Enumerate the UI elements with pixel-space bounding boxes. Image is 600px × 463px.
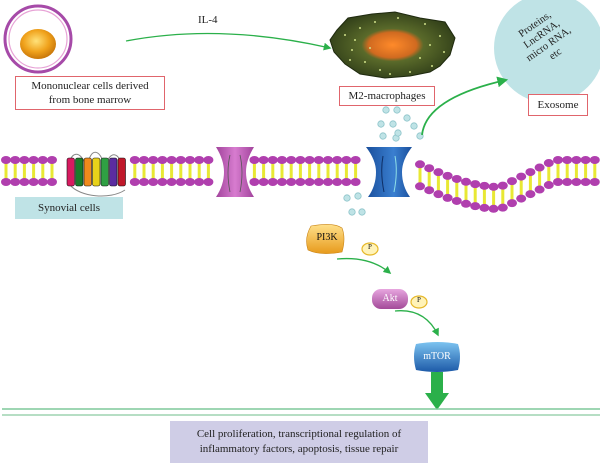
mtor-node <box>414 342 460 372</box>
mononuclear-cells-label: Mononuclear cells derived from bone marr… <box>15 76 165 110</box>
pi3k-label: PI3K <box>316 232 338 243</box>
phospho-label-2: P <box>417 296 421 304</box>
mononuclear-cell-icon <box>3 4 73 74</box>
exosome-icon <box>494 0 600 103</box>
outcome-line1: Cell proliferation, transcriptional regu… <box>196 428 402 440</box>
exosome-label-text: Exosome <box>537 99 579 111</box>
macrophage-label-text: M2-macrophages <box>348 90 426 102</box>
gpcr-receptor-icon <box>66 151 126 197</box>
synovial-cells-label: Synovial cells <box>15 197 123 219</box>
pi3k-node <box>306 224 345 254</box>
ion-channel-blue <box>366 147 412 197</box>
exosome-label: Exosome <box>528 94 588 116</box>
cell-membrane <box>1 156 600 213</box>
mtor-label: mTOR <box>423 351 451 362</box>
macrophage-label: M2-macrophages <box>339 86 435 106</box>
mtor-output-arrow <box>425 372 449 410</box>
il4-arrow <box>125 32 332 51</box>
phospho-icon-2 <box>410 295 428 309</box>
pi3k-akt-arrow <box>336 257 392 275</box>
exosome-arrow <box>421 76 509 136</box>
akt-mtor-arrow <box>394 310 439 337</box>
akt-node <box>372 289 408 309</box>
mononuclear-line2: from bone marrow <box>48 94 132 106</box>
synovial-label-text: Synovial cells <box>37 202 101 214</box>
il4-label: IL-4 <box>198 14 218 26</box>
outcome-line2: inflammatory factors, apoptosis, tissue … <box>199 443 399 455</box>
exosome-vesicles <box>343 106 424 216</box>
mononuclear-line1: Mononuclear cells derived <box>31 80 149 92</box>
phospho-label-1: P <box>368 243 372 251</box>
phospho-icon-1 <box>361 242 379 256</box>
macrophage-icon <box>329 11 456 79</box>
ion-channel-pink <box>216 147 254 197</box>
outcome-box: Cell proliferation, transcriptional regu… <box>170 421 428 463</box>
akt-label: Akt <box>382 293 398 304</box>
